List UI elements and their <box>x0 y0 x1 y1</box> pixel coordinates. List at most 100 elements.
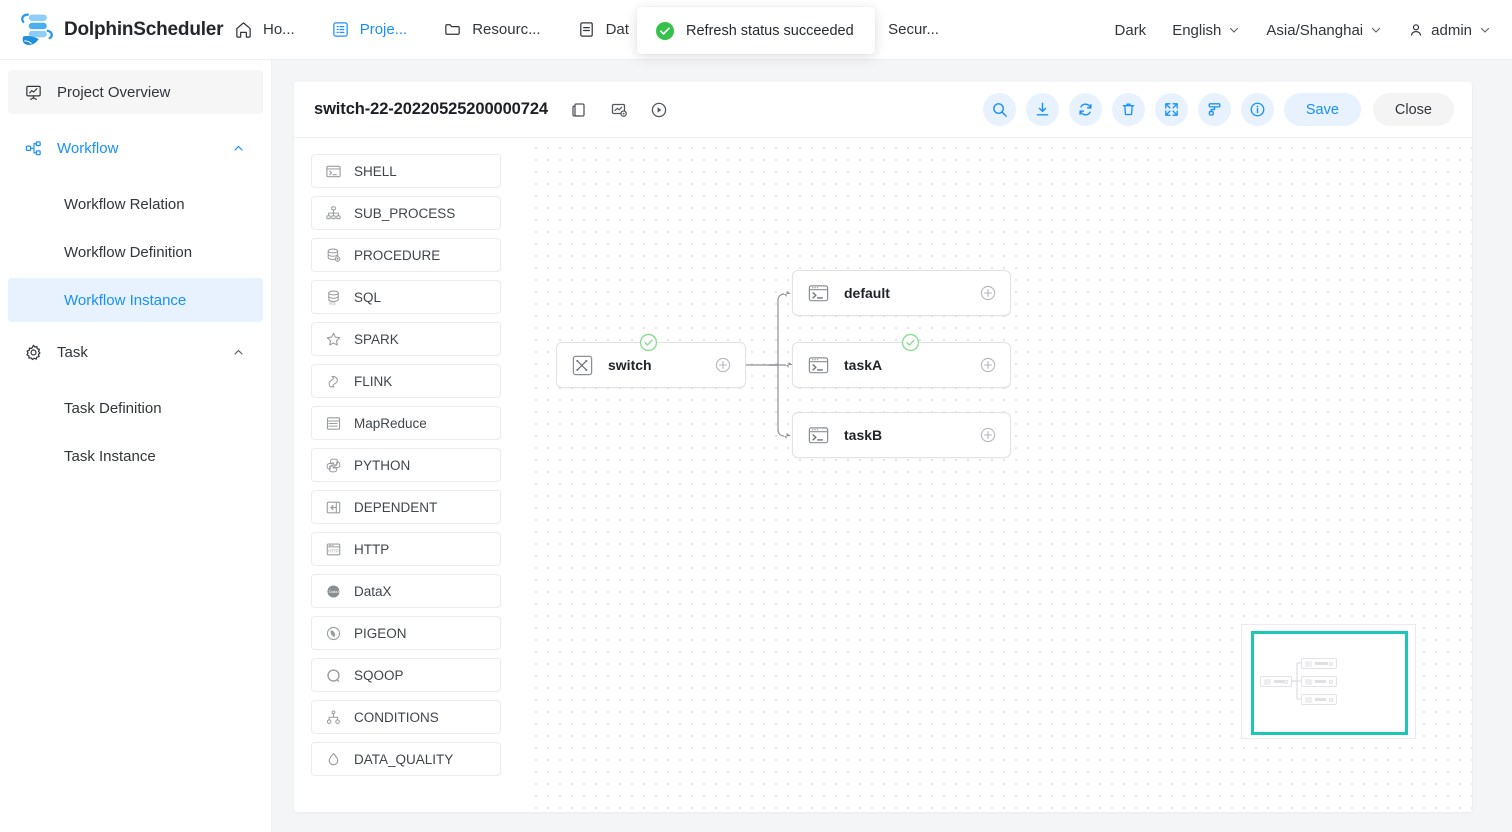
task-type-python[interactable]: PYTHON <box>311 448 501 482</box>
workflow-node-switch[interactable]: switch <box>556 342 746 388</box>
dependent-icon <box>326 501 341 513</box>
task-type-data-quality[interactable]: DATA_QUALITY <box>311 742 501 776</box>
sidebar-item-workflow[interactable]: Workflow <box>8 126 263 170</box>
task-type-flink[interactable]: FLINK <box>311 364 501 398</box>
svg-text:SQL: SQL <box>329 300 338 305</box>
workflow-editor-card: switch-22-20220525200000724 <box>294 82 1472 812</box>
add-node-icon[interactable] <box>980 357 996 373</box>
task-type-label: HTTP <box>354 541 390 557</box>
nav-item-resources[interactable]: Resourc... <box>425 0 558 60</box>
sidebar-item-task[interactable]: Task <box>8 330 263 374</box>
delete-button[interactable] <box>1111 93 1145 126</box>
sidebar-label-workflow-instance: Workflow Instance <box>64 291 187 309</box>
task-type-label: SQOOP <box>354 667 404 683</box>
sql-icon: SQL <box>328 290 339 305</box>
refresh-button[interactable] <box>1068 93 1102 126</box>
minimap-viewport[interactable] <box>1251 631 1408 735</box>
task-type-sqoop[interactable]: SQOOP <box>311 658 501 692</box>
sidebar-label-project-overview: Project Overview <box>57 83 171 101</box>
task-type-label: MapReduce <box>354 415 427 431</box>
workflow-node-label: taskB <box>844 427 883 443</box>
canvas-minimap[interactable] <box>1241 624 1416 739</box>
nav-label-project: Proje... <box>359 21 408 38</box>
add-node-icon[interactable] <box>980 285 996 301</box>
workflow-canvas[interactable]: switch <box>526 138 1472 812</box>
sidebar-item-workflow-relation[interactable]: Workflow Relation <box>8 182 263 226</box>
minimap-node <box>1260 676 1292 687</box>
theme-toggle[interactable]: Dark <box>1102 0 1160 60</box>
task-type-sub-process[interactable]: SUB_PROCESS <box>311 196 501 230</box>
shell-icon <box>808 284 829 301</box>
workflow-node-default[interactable]: default <box>792 270 1011 316</box>
task-type-label: SUB_PROCESS <box>354 205 456 221</box>
minimap-node-icon <box>1305 678 1312 685</box>
task-type-label: SQL <box>354 289 382 305</box>
workflow-node-taskA[interactable]: taskA <box>792 342 1011 388</box>
procedure-icon <box>327 248 341 262</box>
add-node-icon[interactable] <box>980 427 996 443</box>
chevron-up-icon <box>234 145 243 151</box>
task-type-label: DATA_QUALITY <box>354 751 454 767</box>
workflow-node-taskB[interactable]: taskB <box>792 412 1011 458</box>
search-icon <box>992 103 1007 117</box>
task-type-procedure[interactable]: PROCEDURE <box>311 238 501 272</box>
success-check-icon <box>656 21 674 40</box>
nav-item-project[interactable]: Proje... <box>313 0 426 60</box>
task-type-pigeon[interactable]: PIGEON <box>311 616 501 650</box>
sidebar-item-project-overview[interactable]: Project Overview <box>8 70 263 114</box>
task-type-spark[interactable]: SPARK <box>311 322 501 356</box>
format-button[interactable] <box>1197 93 1231 126</box>
timezone-selector[interactable]: Asia/Shanghai <box>1253 0 1395 60</box>
sidebar-item-task-definition[interactable]: Task Definition <box>8 386 263 430</box>
sidebar-label-task-definition: Task Definition <box>64 399 162 417</box>
task-type-dependent[interactable]: DEPENDENT <box>311 490 501 524</box>
task-type-label: PROCEDURE <box>354 247 441 263</box>
nav-item-datasource[interactable]: Dat <box>559 0 647 60</box>
download-icon <box>1036 102 1049 116</box>
sidebar-item-workflow-instance[interactable]: Workflow Instance <box>8 278 263 322</box>
minimap-add-icon <box>1329 697 1333 702</box>
sidebar-label-task-instance: Task Instance <box>64 447 156 465</box>
version-icon[interactable] <box>610 101 628 119</box>
content-area: switch-22-20220525200000724 <box>272 60 1512 832</box>
task-type-datax[interactable]: DataX DataX <box>311 574 501 608</box>
task-type-shell[interactable]: SHELL <box>311 154 501 188</box>
toast-message: Refresh status succeeded <box>686 22 854 39</box>
search-button[interactable] <box>982 93 1016 126</box>
task-type-label: DEPENDENT <box>354 499 438 515</box>
brand[interactable]: DolphinScheduler <box>0 11 224 49</box>
play-circle-icon[interactable] <box>650 101 668 119</box>
info-button[interactable] <box>1240 93 1274 126</box>
nav-item-home[interactable]: Ho... <box>216 0 313 60</box>
minimap-add-icon <box>1284 679 1288 684</box>
add-node-icon[interactable] <box>715 357 731 373</box>
minimap-node-icon <box>1305 660 1312 667</box>
task-type-sql[interactable]: SQL SQL <box>311 280 501 314</box>
language-selector[interactable]: English <box>1159 0 1253 60</box>
close-button[interactable]: Close <box>1372 93 1454 126</box>
overview-icon <box>26 85 41 100</box>
python-icon <box>326 458 341 472</box>
download-button[interactable] <box>1025 93 1059 126</box>
workflow-icon <box>25 140 41 155</box>
shrink-button[interactable] <box>1154 93 1188 126</box>
gear-icon <box>26 344 41 360</box>
task-type-conditions[interactable]: CONDITIONS <box>311 700 501 734</box>
user-menu[interactable]: admin <box>1395 0 1504 60</box>
node-status-badge-taskA <box>901 333 920 352</box>
copy-icon[interactable] <box>570 101 588 119</box>
nav-label-home: Ho... <box>263 21 295 38</box>
minimap-node-icon <box>1264 678 1271 685</box>
toast-notification: Refresh status succeeded <box>637 7 875 54</box>
task-type-mapreduce[interactable]: MapReduce <box>311 406 501 440</box>
sidebar-item-workflow-definition[interactable]: Workflow Definition <box>8 230 263 274</box>
sidebar-item-task-instance[interactable]: Task Instance <box>8 434 263 478</box>
delete-icon <box>1122 103 1135 116</box>
theme-label: Dark <box>1114 21 1147 39</box>
save-button[interactable]: Save <box>1283 93 1361 126</box>
task-type-http[interactable]: HTTP HTTP <box>311 532 501 566</box>
datax-icon: DataX <box>327 584 340 598</box>
datasource-icon <box>579 22 593 37</box>
project-icon <box>332 22 348 37</box>
